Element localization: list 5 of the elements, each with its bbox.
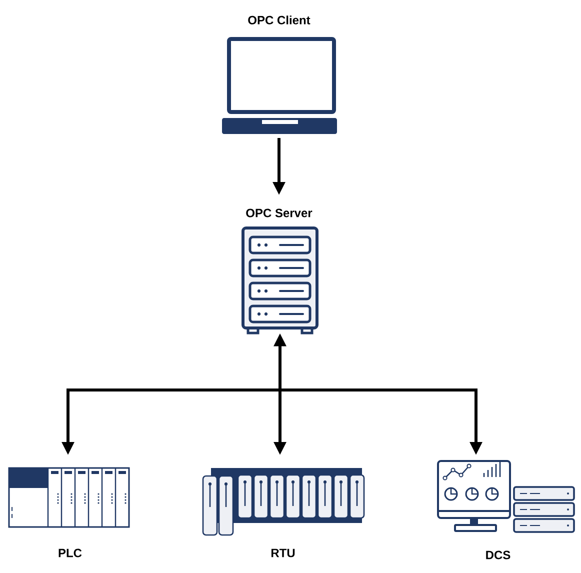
node-label: OPC Server [246,208,312,218]
node-label: OPC Client [248,16,310,24]
node-label: DCS [486,550,510,560]
node-label: RTU [271,548,295,558]
node-label: PLC [58,548,82,558]
